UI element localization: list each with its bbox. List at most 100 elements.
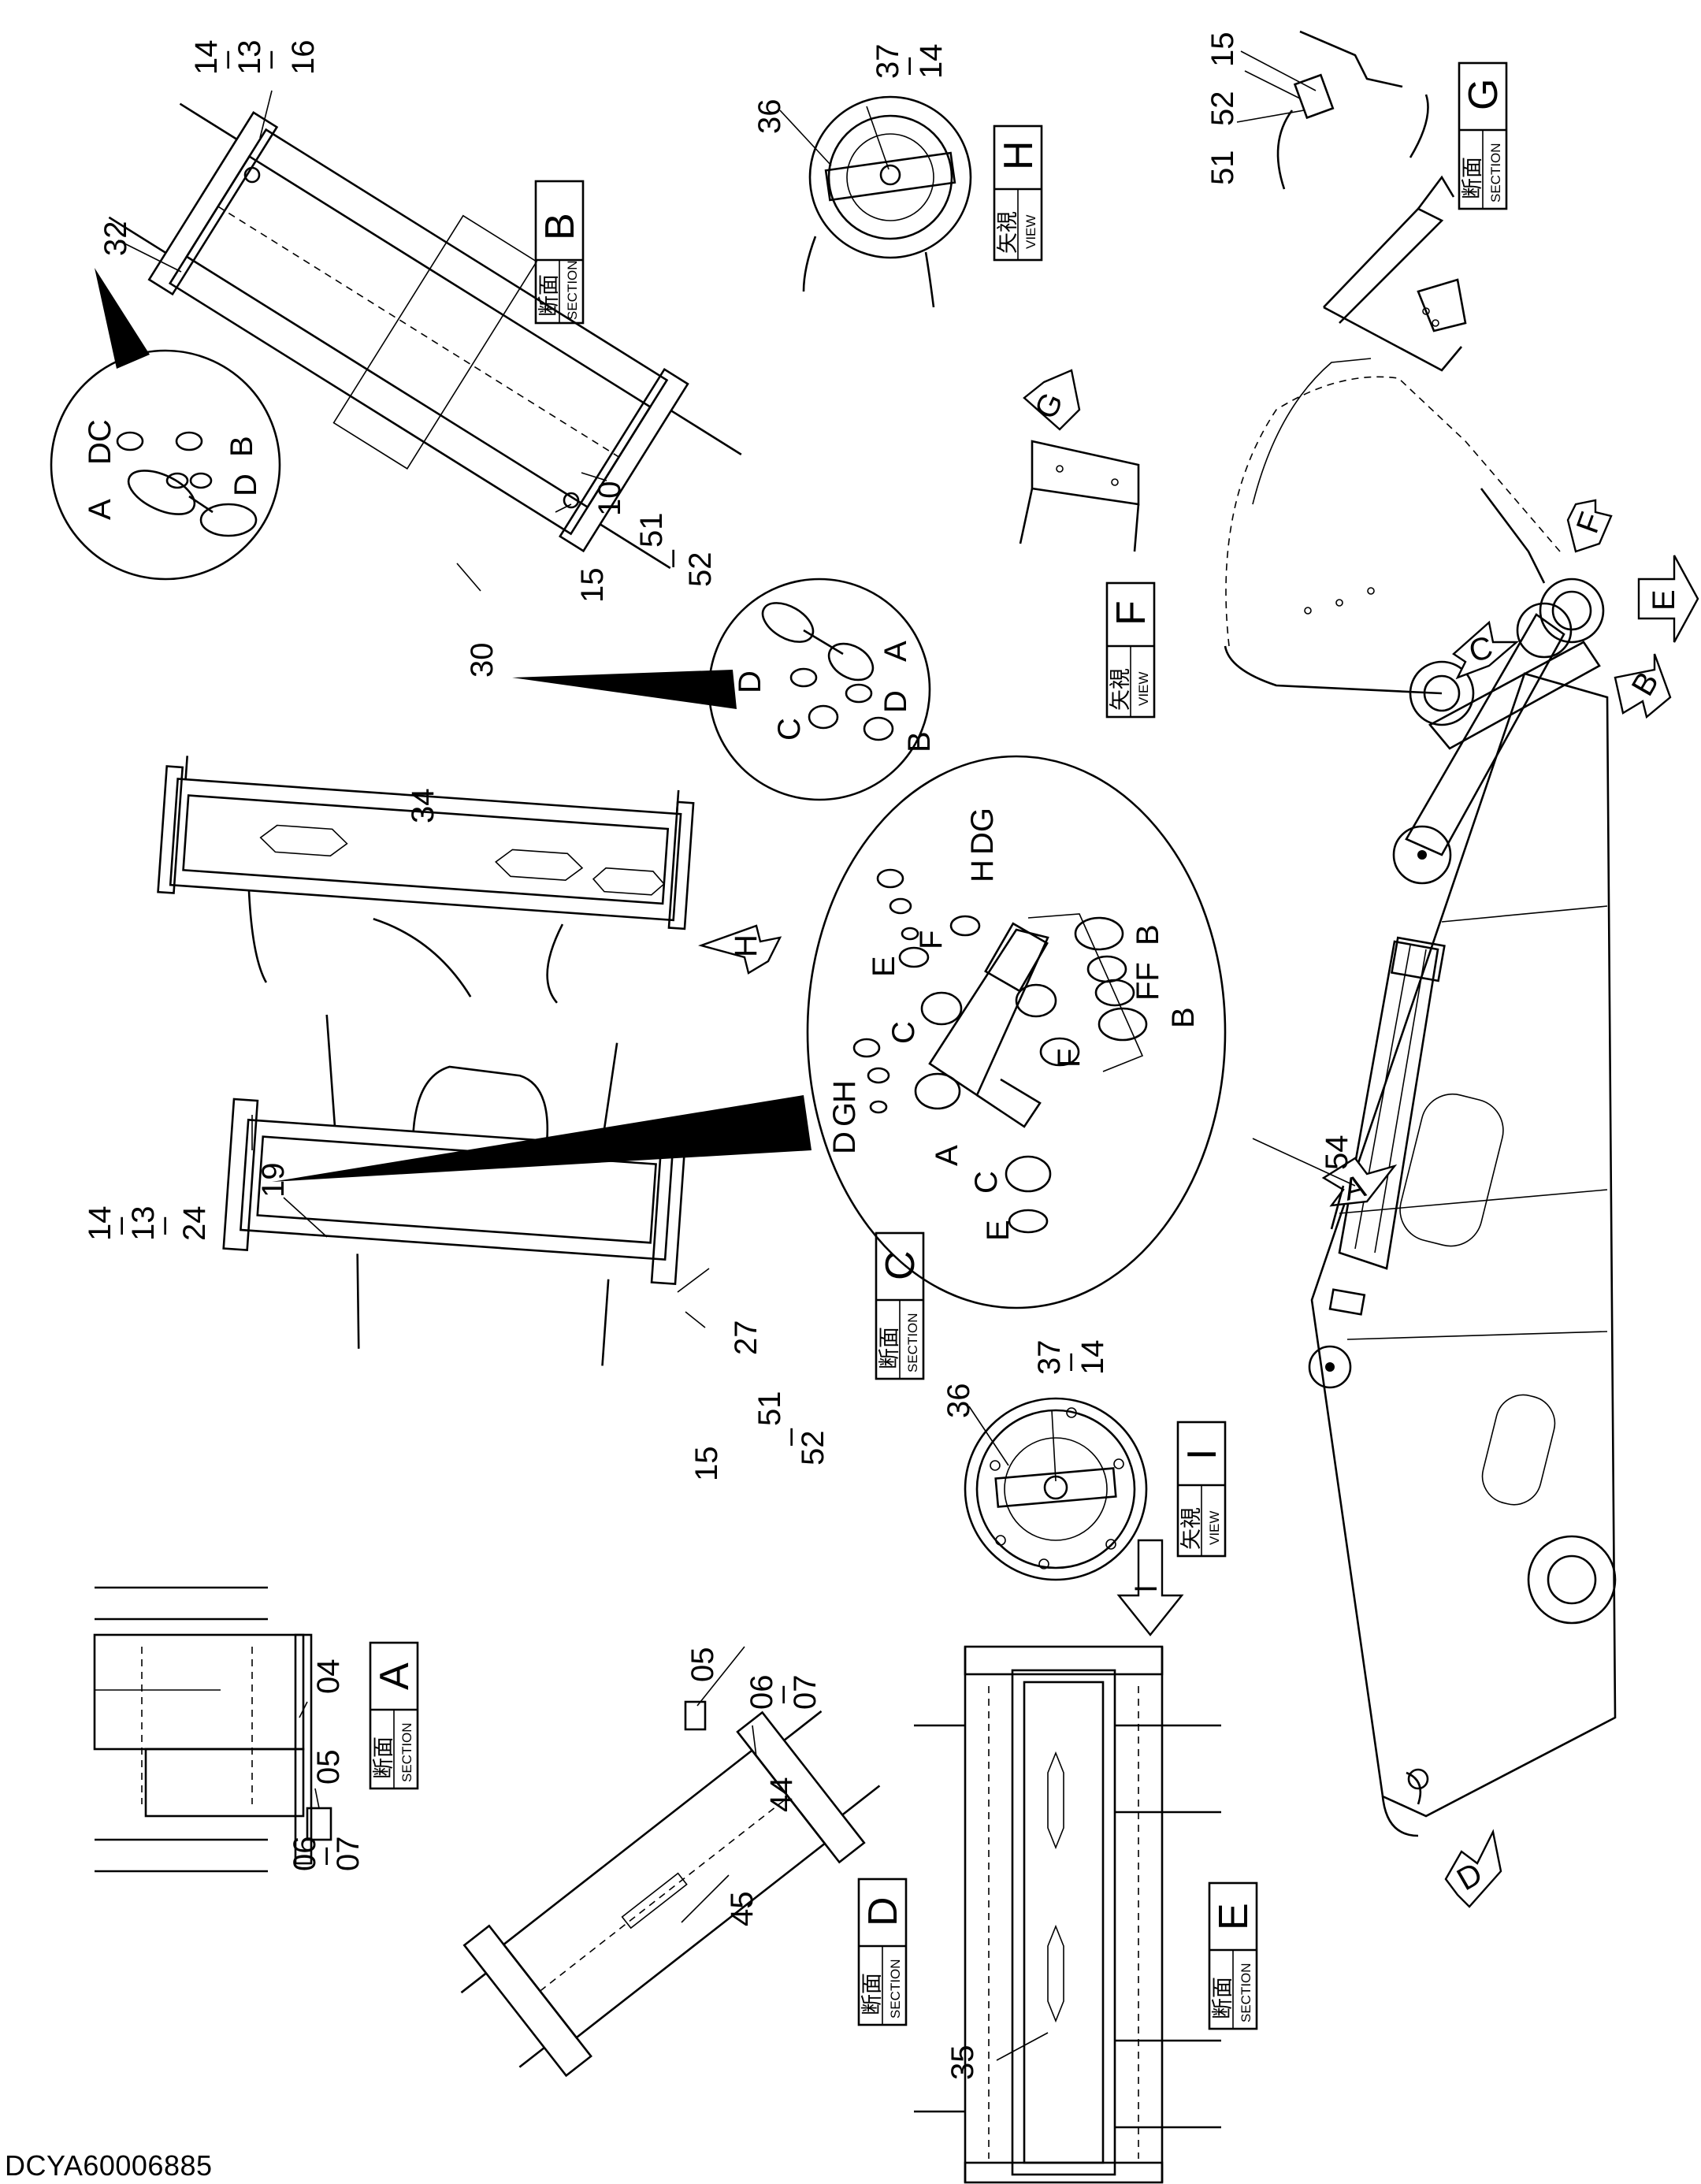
section-d-jp: 断面 (860, 1973, 885, 2015)
callout-sep-a: – (307, 1847, 342, 1865)
view-h-en: VIEW (1023, 215, 1038, 249)
view-f-letter: F (1109, 600, 1154, 626)
callout-15-c: 15 (689, 1447, 724, 1482)
callout-sep-c2: – (146, 1216, 180, 1235)
dl-ex-f1: F (914, 930, 949, 949)
callout-15-g: 15 (1205, 32, 1240, 68)
section-g-en: SECTION (1488, 143, 1503, 202)
callout-37-h: 37 (871, 44, 905, 80)
callout-05-a: 05 (311, 1750, 346, 1785)
section-b-label: 断面 SECTION B (534, 180, 585, 325)
section-a-label: 断面 SECTION A (369, 1641, 419, 1790)
section-b-en: SECTION (565, 260, 580, 320)
section-e-letter: E (1211, 1903, 1257, 1930)
callout-05-d: 05 (685, 1647, 720, 1683)
callout-sep-h: – (890, 57, 925, 75)
section-g-detail (1276, 30, 1429, 190)
dl-32-b: B (225, 436, 259, 457)
callout-54: 54 (1320, 1135, 1354, 1171)
callout-16-b: 16 (286, 40, 321, 76)
dl-ex-f2: F (1052, 1049, 1086, 1068)
callout-06-a: 06 (288, 1837, 322, 1872)
dl-30-d2: D (878, 690, 913, 713)
callout-19: 19 (256, 1163, 291, 1198)
view-i-letter: I (1179, 1449, 1225, 1460)
dl-ex-d2: D (827, 1131, 862, 1154)
dl-30-d1: D (733, 670, 767, 693)
dl-30-c: C (772, 718, 807, 741)
dl-ex-c2: C (969, 1171, 1004, 1194)
section-b-jp: 断面 (537, 274, 562, 317)
section-a-jp: 断面 (372, 1736, 396, 1779)
section-g-jp: 断面 (1461, 157, 1485, 199)
view-h-detail (802, 95, 972, 308)
callout-07-a: 07 (331, 1837, 366, 1872)
section-c-letter: C (878, 1250, 923, 1280)
dl-ex-dg: DG (965, 808, 1000, 855)
callout-14-b: 14 (189, 40, 224, 76)
callout-52-g: 52 (1205, 91, 1240, 127)
dl-ex-e1: E (867, 956, 901, 977)
dl-ex-ff: FF (1131, 962, 1165, 1001)
view-f-en: VIEW (1136, 672, 1151, 706)
exploded-link-balloon (272, 755, 1227, 1309)
callout-51-g: 51 (1205, 150, 1240, 186)
section-e-jp: 断面 (1211, 1977, 1235, 2019)
section-c-en: SECTION (905, 1313, 920, 1372)
section-a-letter: A (372, 1662, 418, 1690)
callout-sep-i: – (1052, 1353, 1086, 1371)
callout-sep-b2: – (252, 50, 287, 69)
arrow-letter-e: E (1647, 589, 1681, 611)
section-d-letter: D (860, 1896, 906, 1926)
callout-sep-b3: – (654, 549, 689, 567)
detail-balloon-32 (50, 268, 281, 581)
callout-14-h: 14 (914, 44, 949, 80)
view-f-jp: 矢視 (1109, 668, 1133, 711)
view-h-label: 矢視 VIEW H (993, 124, 1043, 262)
callouts: 14 – 13 – 16 32 10 15 51 – 52 30 37 – 14… (83, 32, 1354, 2081)
view-i-en: VIEW (1207, 1511, 1222, 1545)
dl-ex-a: A (930, 1145, 964, 1166)
section-e-en: SECTION (1239, 1963, 1253, 2022)
callout-30: 30 (465, 643, 500, 678)
section-d-label: 断面 SECTION D (857, 1878, 908, 2026)
section-a-detail (93, 1586, 332, 1873)
arm-and-bucket-assembly: A C F E B D (1224, 175, 1699, 1908)
callout-36-i: 36 (941, 1384, 976, 1419)
view-f-detail: G (1019, 369, 1140, 552)
callout-14-i: 14 (1075, 1340, 1110, 1376)
callout-37-i: 37 (1032, 1340, 1067, 1376)
callout-24: 24 (177, 1206, 212, 1242)
callout-44: 44 (764, 1777, 799, 1813)
callout-13-c: 13 (126, 1206, 161, 1242)
section-b-detail (108, 102, 742, 570)
callout-34: 34 (406, 789, 440, 824)
callout-51-b: 51 (634, 513, 669, 548)
view-i-jp: 矢視 (1179, 1507, 1204, 1550)
section-34-detail: H (157, 756, 782, 1004)
dl-32-a: A (83, 499, 117, 520)
view-i-detail (964, 1397, 1148, 1581)
dl-32-d: D (228, 474, 263, 496)
section-a-en: SECTION (399, 1722, 414, 1782)
callout-06-d: 06 (745, 1675, 779, 1710)
callout-45: 45 (725, 1892, 760, 1927)
leader-lines (117, 50, 1356, 2061)
section-g-letter: G (1461, 79, 1506, 110)
dl-ex-h1: H (965, 860, 1000, 882)
section-e-label: 断面 SECTION E (1208, 1881, 1258, 2030)
dl-ex-g2: G (827, 1102, 862, 1127)
view-h-arrow-letter: H (729, 934, 763, 957)
view-f-label: 矢視 VIEW F (1105, 581, 1156, 719)
callout-35: 35 (945, 2045, 980, 2081)
detail-letters: A DC B D D C A D B E F C DG H B FF B F H… (83, 419, 1201, 1241)
section-c-jp: 断面 (878, 1327, 902, 1369)
dl-ex-b1: B (1131, 924, 1165, 945)
callout-sep-c3: – (772, 1428, 807, 1446)
dl-ex-b2: B (1166, 1007, 1201, 1028)
dl-32-dc: DC (83, 419, 117, 465)
section-d-detail (460, 1700, 881, 2078)
callout-10: 10 (592, 481, 627, 517)
detail-balloon-30 (512, 578, 931, 801)
